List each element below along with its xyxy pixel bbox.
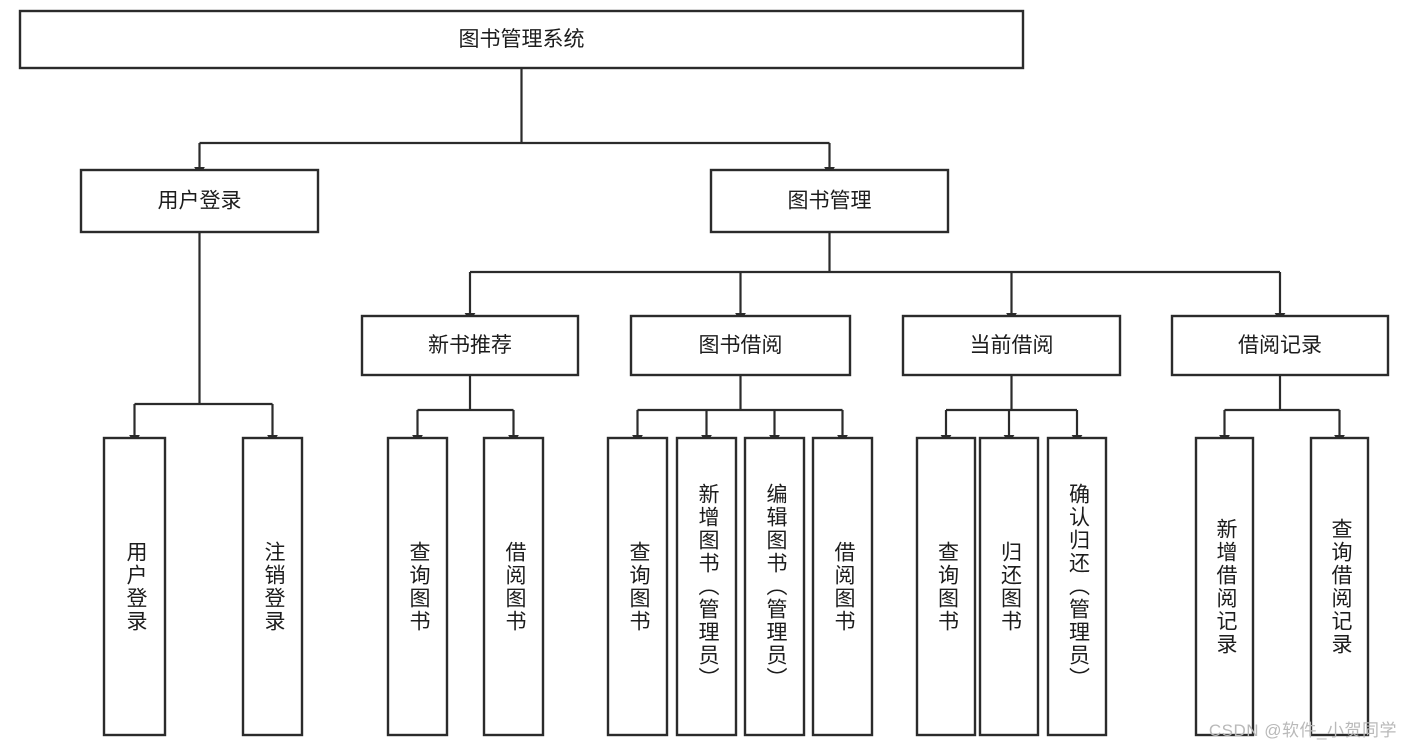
node-label-root: 图书管理系统 — [459, 28, 585, 51]
node-label-level3-3: 借阅记录 — [1238, 334, 1322, 357]
node-label-level3-2: 当前借阅 — [970, 334, 1054, 357]
node-box-leaf-6[interactable] — [743, 436, 806, 737]
node-box-level3-2[interactable] — [901, 314, 1122, 377]
node-box-leaf-2[interactable] — [386, 436, 449, 737]
node-box-level2-0[interactable] — [79, 168, 320, 234]
node-box-leaf-10[interactable] — [1046, 436, 1108, 737]
node-box-leaf-9[interactable] — [978, 436, 1040, 737]
node-box-leaf-12[interactable] — [1309, 436, 1370, 737]
node-box-level3-0[interactable] — [360, 314, 580, 377]
node-box-leaf-1[interactable] — [241, 436, 304, 737]
node-box-root[interactable] — [18, 9, 1025, 70]
node-box-leaf-3[interactable] — [482, 436, 545, 737]
node-box-level3-3[interactable] — [1170, 314, 1390, 377]
node-label-level3-0: 新书推荐 — [428, 334, 512, 357]
connector-layer — [129, 68, 1345, 444]
node-label-level2-1: 图书管理 — [788, 190, 872, 213]
node-box-level2-1[interactable] — [709, 168, 950, 234]
node-box-leaf-11[interactable] — [1194, 436, 1255, 737]
node-box-leaf-5[interactable] — [675, 436, 738, 737]
node-box-leaf-0[interactable] — [102, 436, 167, 737]
node-label-level3-1: 图书借阅 — [699, 334, 783, 357]
node-box-layer — [18, 9, 1390, 737]
node-box-level3-1[interactable] — [629, 314, 852, 377]
node-box-leaf-8[interactable] — [915, 436, 977, 737]
node-box-leaf-4[interactable] — [606, 436, 669, 737]
node-label-level2-0: 用户登录 — [158, 190, 242, 213]
node-box-leaf-7[interactable] — [811, 436, 874, 737]
csdn-watermark: CSDN @软件_小贺同学 — [1208, 721, 1397, 740]
